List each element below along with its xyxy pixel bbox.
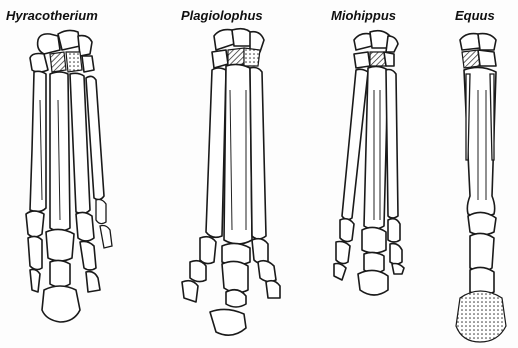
- miohippus-foot: [334, 31, 404, 295]
- equus-foot: [456, 34, 506, 342]
- hyracotherium-foot: [26, 30, 112, 322]
- plagiolophus-foot: [182, 29, 280, 336]
